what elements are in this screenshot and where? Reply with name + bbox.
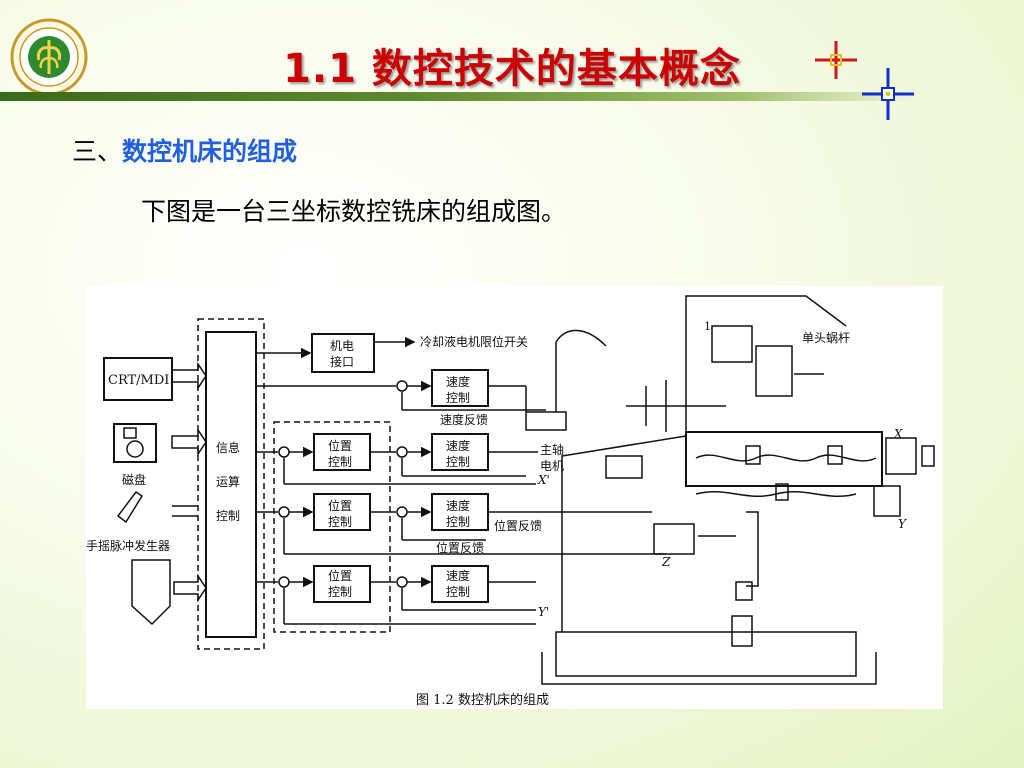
title-divider bbox=[0, 92, 920, 101]
speed-ctrl-2-label-1: 速度 bbox=[446, 498, 470, 513]
pos-ctrl-3-label-2: 控制 bbox=[328, 585, 352, 599]
speed-ctrl-top-label-1: 速度 bbox=[446, 374, 470, 389]
spindle-motor-label-1: 主轴 bbox=[540, 442, 564, 457]
pos-ctrl-3-label-1: 位置 bbox=[328, 568, 352, 583]
figure-diagram: CRT/MDI 磁盘 手摇脉冲发生器 信息 运算 控制 机电 接口 冷却液电机限… bbox=[86, 295, 935, 708]
crosshair-blue-icon bbox=[862, 68, 914, 124]
mech-interface-label-2: 接口 bbox=[330, 354, 354, 369]
position-feedback-label-2: 位置反馈 bbox=[436, 540, 484, 555]
mech-interface-label-1: 机电 bbox=[330, 339, 354, 353]
axis-x-label: X bbox=[893, 427, 903, 441]
speed-ctrl-1-label-2: 控制 bbox=[446, 455, 470, 469]
axis-z-label: Z bbox=[661, 555, 671, 569]
figure-caption: 图 1.2 数控机床的组成 bbox=[416, 692, 549, 708]
cnc-composition-figure: CRT/MDI 磁盘 手摇脉冲发生器 信息 运算 控制 机电 接口 冷却液电机限… bbox=[86, 286, 943, 709]
page-title: 1.1 数控技术的基本概念 bbox=[283, 46, 741, 92]
worm-gear-label: 单头蜗杆 bbox=[802, 330, 850, 345]
section-prefix: 三、 bbox=[72, 137, 123, 166]
pos-ctrl-1-label-1: 位置 bbox=[328, 438, 352, 453]
speed-feedback-label: 速度反馈 bbox=[440, 412, 488, 427]
speed-ctrl-2-label-2: 控制 bbox=[446, 515, 470, 529]
pos-ctrl-2-label-1: 位置 bbox=[328, 498, 352, 513]
body-paragraph: 下图是一台三坐标数控铣床的组成图。 bbox=[141, 197, 567, 226]
cpu-label-2: 运算 bbox=[216, 474, 240, 489]
crosshair-red-icon bbox=[815, 41, 857, 83]
speed-ctrl-3-label-2: 控制 bbox=[446, 585, 470, 599]
axis-y-prime-label: Y' bbox=[538, 605, 549, 619]
pos-ctrl-2-label-2: 控制 bbox=[328, 515, 352, 529]
cpu-label-3: 控制 bbox=[216, 509, 240, 523]
university-logo bbox=[10, 18, 88, 96]
section-title: 数控机床的组成 bbox=[122, 137, 298, 166]
speed-ctrl-top-label-2: 控制 bbox=[446, 391, 470, 405]
spindle-motor-label-2: 电机 bbox=[540, 459, 564, 473]
handwheel-label: 手摇脉冲发生器 bbox=[86, 538, 170, 553]
speed-ctrl-1-label-1: 速度 bbox=[446, 438, 470, 453]
cpu-label-1: 信息 bbox=[216, 440, 240, 455]
speed-ctrl-3-label-1: 速度 bbox=[446, 568, 470, 583]
axis-y-label: Y bbox=[898, 517, 907, 531]
coolant-label: 冷却液电机限位开关 bbox=[420, 334, 528, 349]
section-heading: 三、数控机床的组成 bbox=[72, 132, 297, 168]
disk-label: 磁盘 bbox=[122, 472, 146, 487]
crt-label: CRT/MDI bbox=[108, 373, 169, 388]
part-number-label: 1 bbox=[704, 320, 711, 333]
axis-x-prime-label: X' bbox=[537, 473, 550, 487]
position-feedback-label-1: 位置反馈 bbox=[494, 518, 542, 533]
pos-ctrl-1-label-2: 控制 bbox=[328, 455, 352, 469]
